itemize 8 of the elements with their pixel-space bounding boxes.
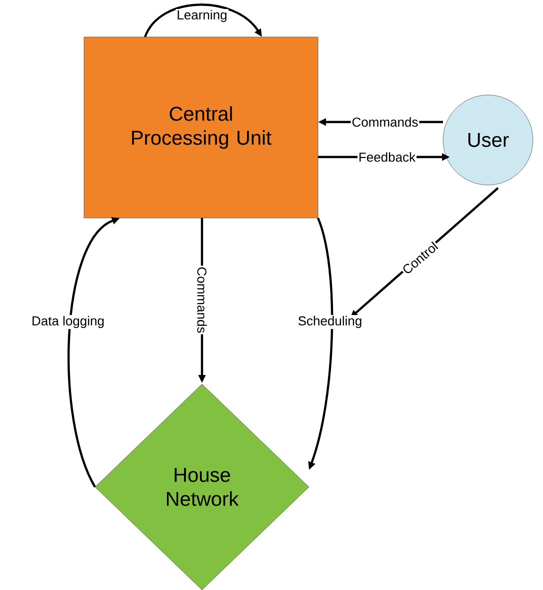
edge-label: Data logging: [30, 314, 106, 330]
edge-label: Commands: [196, 266, 208, 334]
edge-label: Scheduling: [296, 314, 364, 330]
edge-label: Feedback: [357, 151, 417, 163]
edge-label: Learning: [176, 8, 228, 24]
process-box: Central Processing Unit: [84, 36, 318, 218]
edge-label: Commands: [350, 116, 420, 128]
arrow: [144, 4, 262, 38]
